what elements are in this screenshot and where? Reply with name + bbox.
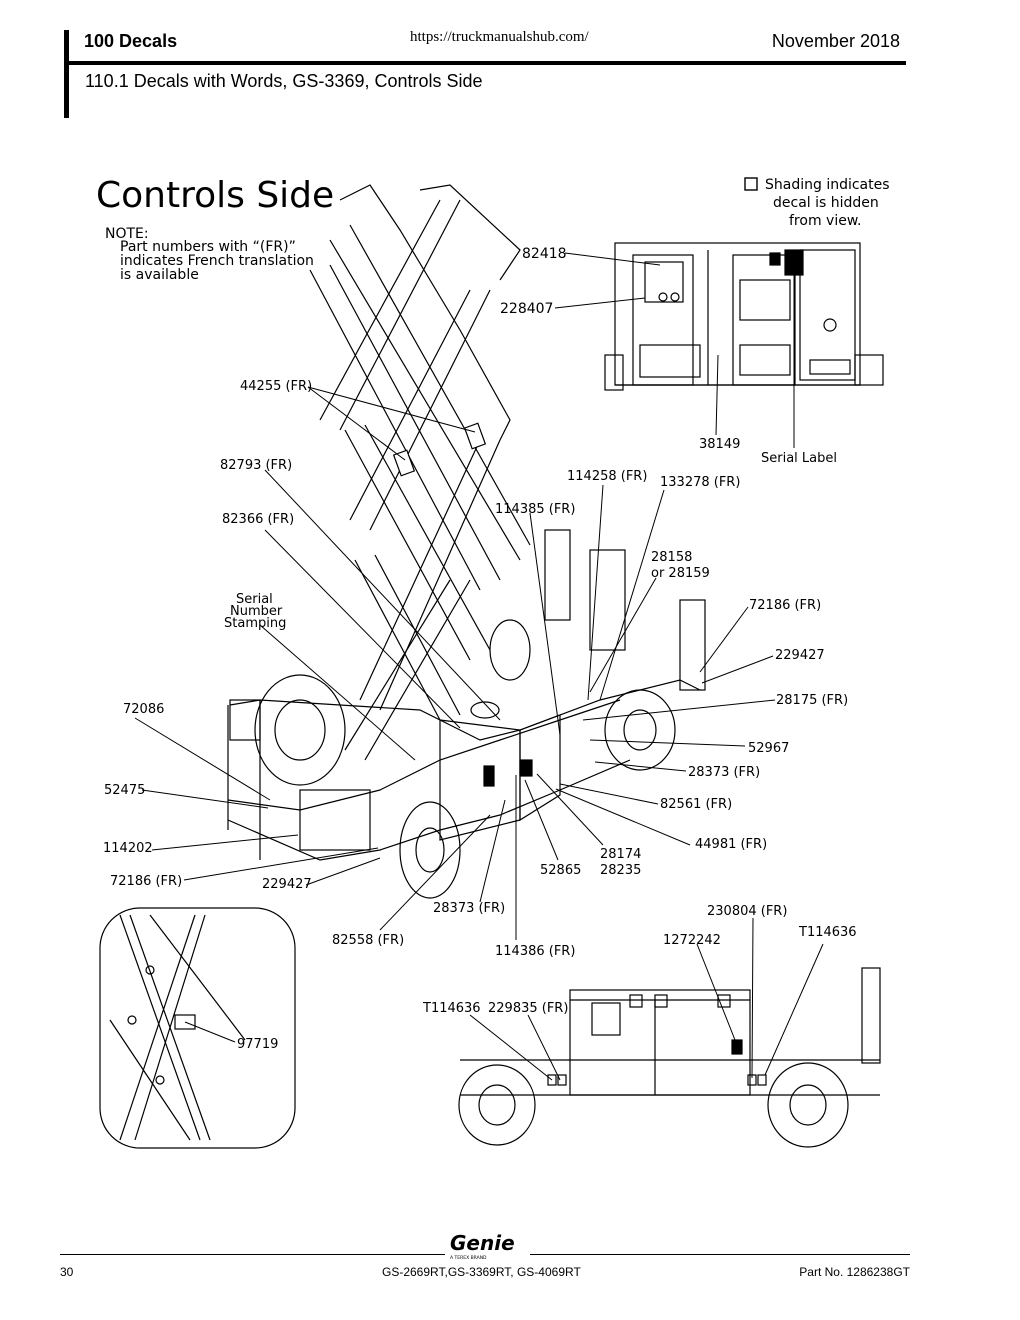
callout-label: T114636 <box>422 1001 481 1016</box>
side-view-drawing <box>458 967 881 1148</box>
footer-rule-right <box>530 1254 910 1255</box>
callout-label: 52967 <box>748 741 789 756</box>
callout-label: 72186 (FR) <box>749 598 821 613</box>
source-url[interactable]: https://truckmanualshub.com/ <box>410 29 589 45</box>
callout-label: 28174 <box>600 847 641 862</box>
callout-label: T114636 <box>798 925 857 940</box>
callout-label: 28373 (FR) <box>433 901 505 916</box>
genie-logo: Genie A TEREX BRAND <box>450 1231 515 1261</box>
callout-label: 230804 (FR) <box>707 904 787 919</box>
header-left-bar <box>64 30 69 118</box>
scissor-arms-drawing <box>309 184 531 761</box>
model-list: GS-2669RT,GS-3369RT, GS-4069RT <box>382 1265 581 1279</box>
callout-label: 229835 (FR) <box>488 1001 568 1016</box>
callout-label: 133278 (FR) <box>660 475 740 490</box>
callout-label: 114386 (FR) <box>495 944 575 959</box>
callout-label: 229427 <box>775 648 825 663</box>
callout-label: or 28159 <box>651 566 710 581</box>
callout-label: 28373 (FR) <box>688 765 760 780</box>
callout-label: 114258 (FR) <box>567 469 647 484</box>
callout-label: Stamping <box>224 616 286 631</box>
callout-label: 52475 <box>104 783 145 798</box>
callout-label: Serial <box>236 592 273 607</box>
legend-line: Shading indicates <box>765 177 890 193</box>
callout-label: 28175 (FR) <box>776 693 848 708</box>
callout-label: 1272242 <box>663 933 721 948</box>
callout-label: 38149 <box>699 437 740 452</box>
callout-label: 72086 <box>123 702 164 717</box>
callout-label: 44255 (FR) <box>240 379 312 394</box>
diagram-title: Controls Side <box>96 175 334 216</box>
note-line: is available <box>120 267 199 283</box>
note-line: indicates French translation <box>120 253 314 269</box>
note-line: Part numbers with “(FR)” <box>120 239 296 255</box>
callout-label: 82558 (FR) <box>332 933 404 948</box>
callout-label: 52865 <box>540 863 581 878</box>
callout-label: 114385 (FR) <box>495 502 575 517</box>
svg-text:A TEREX BRAND: A TEREX BRAND <box>450 1255 487 1261</box>
footer-rule-left <box>60 1254 445 1255</box>
callout-label: 44981 (FR) <box>695 837 767 852</box>
legend-line: from view. <box>789 213 861 229</box>
header-rule <box>64 61 906 65</box>
callout-label: 97719 <box>237 1037 278 1052</box>
legend-line: decal is hidden <box>773 195 879 211</box>
callout-label: 82418 <box>522 246 567 262</box>
callout-label: Number <box>230 604 283 619</box>
callout-label: 82366 (FR) <box>222 512 294 527</box>
callout-leader-lines <box>134 252 824 1081</box>
scissor-detail-inset <box>99 907 296 1149</box>
chassis-drawing <box>227 529 706 899</box>
callout-label: 228407 <box>500 301 553 317</box>
page-number: 30 <box>60 1265 74 1279</box>
callout-label: Serial Label <box>761 451 837 466</box>
decal-diagram: Controls Side NOTE: Part numbers with “(… <box>96 175 890 1149</box>
note-heading: NOTE: <box>105 226 149 242</box>
callout-label: 82561 (FR) <box>660 797 732 812</box>
callout-label: 72186 (FR) <box>110 874 182 889</box>
part-number: Part No. 1286238GT <box>799 1265 910 1279</box>
legend-shading-swatch <box>744 177 758 191</box>
callout-label: 28158 <box>651 550 692 565</box>
callout-label: 82793 (FR) <box>220 458 292 473</box>
rear-view-drawing <box>604 242 884 391</box>
publication-date: November 2018 <box>771 31 900 51</box>
page-subtitle: 110.1 Decals with Words, GS-3369, Contro… <box>85 71 483 91</box>
section-title: 100 Decals <box>84 31 178 51</box>
callout-label: 229427 <box>262 877 312 892</box>
svg-text:Genie: Genie <box>450 1231 515 1255</box>
callout-label: 28235 <box>600 863 641 878</box>
callout-label: 114202 <box>103 841 153 856</box>
